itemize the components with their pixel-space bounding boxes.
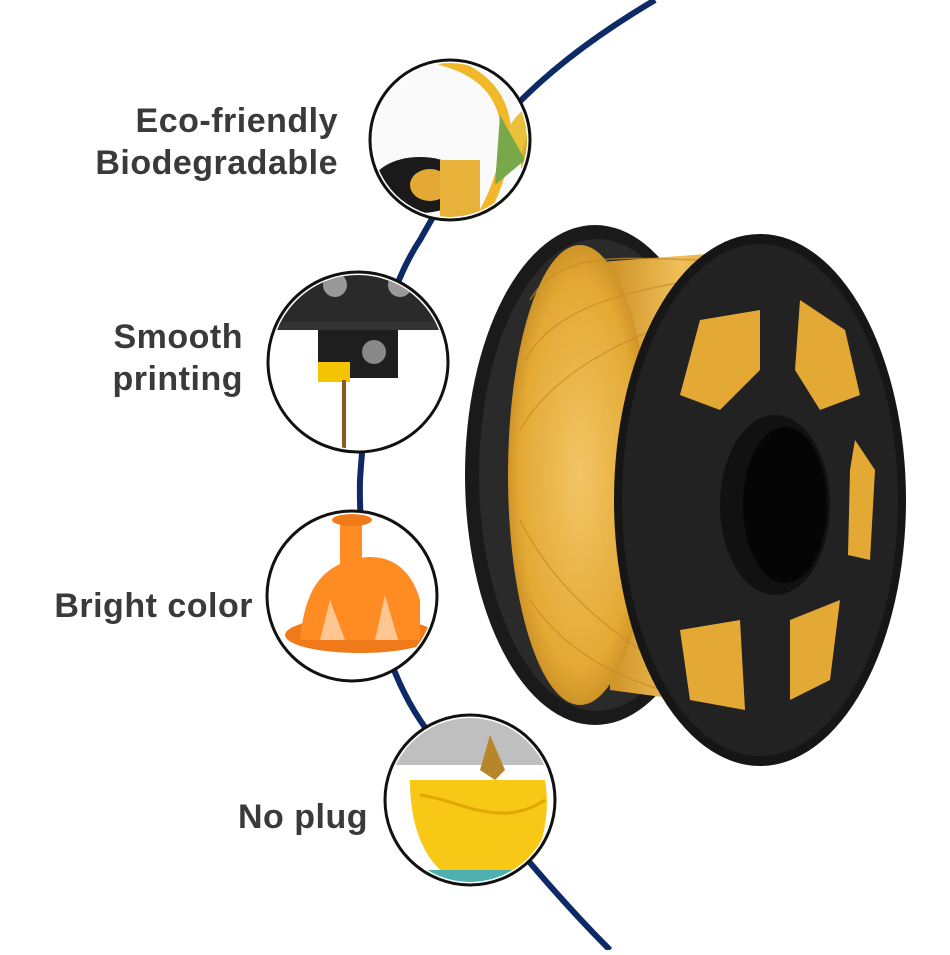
corn-spool-icon [373,63,527,217]
bright-color-label: Bright color [54,585,253,627]
smooth-printing-line-2: printing [112,360,243,398]
eco-friendly-line-1: Eco-friendly [135,102,338,140]
nozzle-printing-icon [388,718,552,882]
no-plug-line-1: No plug [237,798,368,836]
orange-printed-model-icon [285,514,434,653]
bright-color-line-1: Bright color [54,587,253,625]
filament-spool-icon [465,225,906,766]
smooth-printing-circle [266,270,450,454]
no-plug-label: No plug [238,796,368,838]
smooth-printing-line-1: Smooth [113,318,243,356]
eco-friendly-label: Eco-friendly Biodegradable [95,100,338,184]
bright-color-circle [265,509,439,683]
no-plug-circle [383,713,557,887]
eco-friendly-circle [368,58,532,222]
eco-friendly-line-2: Biodegradable [95,144,338,182]
smooth-printing-label: Smooth printing [112,316,243,400]
